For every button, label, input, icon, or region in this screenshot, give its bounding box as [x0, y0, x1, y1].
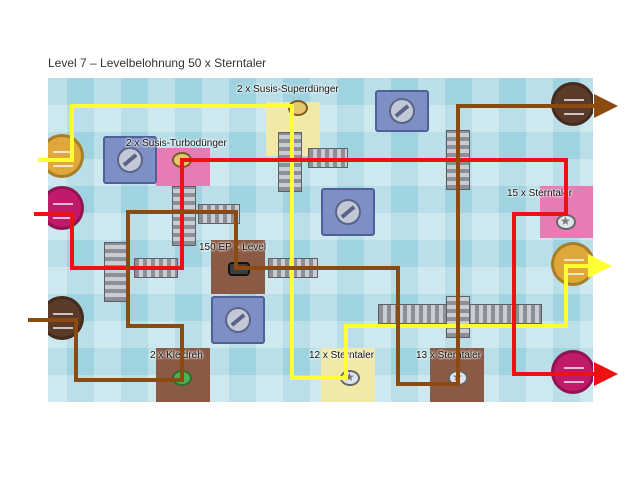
coin-icon — [556, 214, 576, 230]
reward-label-sterntaler12: 12 x Sterntaler — [309, 350, 375, 361]
fertilizer-icon — [288, 100, 308, 116]
clover-icon — [172, 370, 192, 386]
game-board: 2 x Susis-Superdünger 2 x Susis-Turbodün… — [48, 78, 593, 402]
no-entry-block — [321, 188, 375, 236]
page-title: Level 7 – Levelbelohnung 50 x Sterntaler — [48, 56, 267, 70]
no-entry-block — [211, 296, 265, 344]
reward-label-turboduenger: 2 x Susis-Turbodünger — [126, 138, 227, 149]
cow-icon — [53, 151, 73, 167]
rail-track — [446, 130, 470, 190]
yellow-medal-right — [551, 242, 593, 286]
brown-medal-right — [551, 82, 593, 126]
no-entry-icon — [335, 199, 361, 225]
rail-track — [134, 258, 178, 278]
pink-medal-right — [551, 350, 593, 394]
coin-icon — [340, 370, 360, 386]
hat-icon — [228, 262, 250, 276]
no-entry-icon — [389, 98, 415, 124]
rail-track — [446, 296, 470, 338]
rail-track — [104, 242, 128, 302]
rail-track — [198, 204, 240, 224]
cow-icon — [564, 99, 584, 115]
rail-track — [278, 132, 302, 192]
reward-label-superduenger: 2 x Susis-Superdünger — [237, 84, 339, 95]
rail-track — [308, 148, 348, 168]
reward-label-sterntaler13: 13 x Sterntaler — [416, 350, 482, 361]
no-entry-icon — [225, 307, 251, 333]
cow-icon — [53, 313, 73, 329]
rail-track — [268, 258, 318, 278]
cow-icon — [564, 259, 584, 275]
reward-label-sterntaler15: 15 x Sterntaler — [507, 188, 573, 199]
cow-icon — [53, 203, 73, 219]
yellow-medal-left — [48, 134, 84, 178]
cow-icon — [564, 367, 584, 383]
no-entry-block — [375, 90, 429, 132]
brown-medal-left — [48, 296, 84, 340]
fertilizer-icon — [172, 152, 192, 168]
no-entry-icon — [117, 147, 143, 173]
pink-medal-left — [48, 186, 84, 230]
reward-label-ep: 150 EP x Level — [199, 242, 267, 253]
coin-icon — [448, 370, 468, 386]
reward-label-kleidreh: 2 x Kleidreh — [150, 350, 203, 361]
rail-track — [172, 186, 196, 246]
